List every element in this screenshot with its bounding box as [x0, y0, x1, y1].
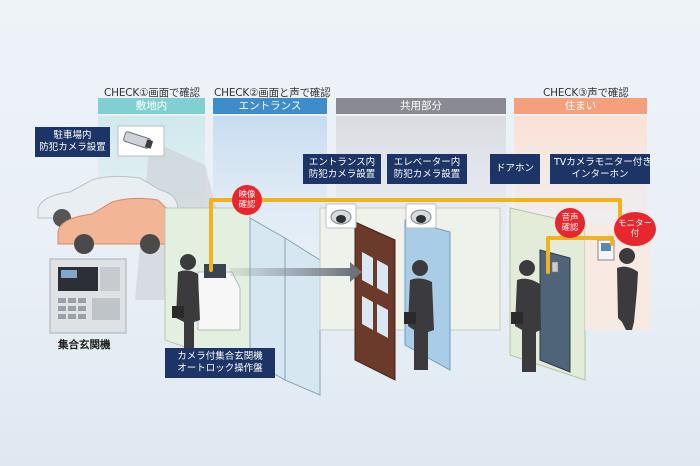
door-phone-line1: ドアホン: [495, 163, 534, 174]
video-check-text: 映像確認: [238, 190, 256, 210]
entrance-camera-line1: エントランス内: [308, 157, 376, 168]
entrance-unit-caption: 集合玄関機: [58, 339, 111, 351]
car-orange: [57, 197, 169, 254]
person-at-door: [511, 260, 541, 372]
entrance-unit-illustration: [49, 258, 127, 334]
monitor-badge-text: モニター付: [618, 219, 653, 239]
zone-entrance: エントランス: [213, 98, 327, 114]
entrance-camera-line2: 防犯カメラ設置: [308, 169, 376, 180]
zone-site: 敷地内: [98, 98, 205, 114]
zone-common-area: 共用部分: [336, 98, 506, 114]
person-at-panel: [172, 254, 200, 356]
check-1-label: CHECK①画面で確認: [104, 87, 200, 99]
intercom-label: TVカメラモニター付き インターホン: [550, 154, 652, 184]
autolock-panel-label: カメラ付集合玄関機 オートロック操作盤: [165, 348, 275, 378]
check-3-label: CHECK③声で確認: [543, 87, 629, 99]
intercom-line2: インターホン: [571, 169, 629, 180]
entrance-camera-label: エントランス内 防犯カメラ設置: [303, 154, 381, 184]
dome-camera-entrance: [325, 203, 357, 229]
voice-check-badge: 音声確認: [555, 208, 585, 238]
zone-residence: 住まい: [514, 98, 647, 114]
person-elevator: [404, 260, 434, 370]
parking-camera-line2: 防犯カメラ設置: [39, 142, 106, 153]
voice-check-text: 音声確認: [561, 213, 579, 233]
parking-camera-line1: 駐車場内: [53, 130, 92, 141]
monitor-badge: モニター付: [614, 212, 656, 246]
check-2-label: CHECK②画面と声で確認: [214, 87, 331, 99]
person-resident: [617, 248, 638, 330]
elevator-camera-label: エレベーター内 防犯カメラ設置: [387, 154, 467, 184]
dome-camera-elevator: [405, 203, 437, 229]
door-phone-label: ドアホン: [490, 154, 540, 184]
intercom-line1: TVカメラモニター付き: [554, 157, 652, 168]
autolock-panel-line1: カメラ付集合玄関機: [177, 351, 263, 362]
parking-camera-icon: [117, 125, 165, 157]
parking-camera-label: 駐車場内 防犯カメラ設置: [35, 127, 110, 157]
autolock-panel-line2: オートロック操作盤: [177, 363, 263, 374]
video-check-badge: 映像確認: [232, 185, 262, 215]
elevator-camera-line1: エレベーター内: [393, 157, 461, 168]
elevator-camera-line2: 防犯カメラ設置: [393, 169, 461, 180]
